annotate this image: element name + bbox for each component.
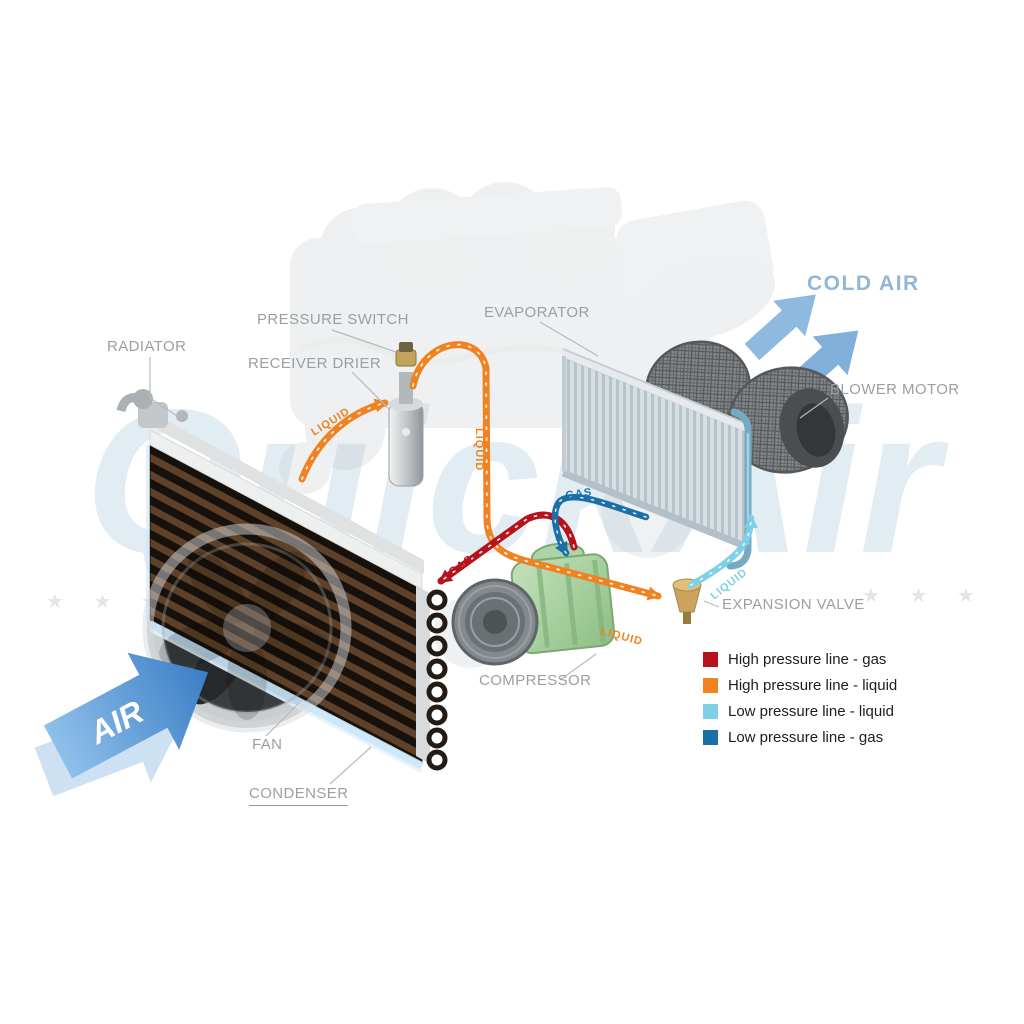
- swatch-icon: [703, 730, 718, 745]
- air-arrow: AIR: [34, 652, 209, 797]
- engine-silhouette: [279, 182, 775, 668]
- legend-label-hp-liquid: High pressure line - liquid: [728, 677, 898, 694]
- pipe-label-gas-low: GAS: [565, 486, 593, 502]
- legend-swatch-lp-gas: [703, 730, 718, 745]
- legend-item-lp-gas: Low pressure line - gas: [703, 729, 897, 746]
- swatch-icon: [703, 678, 718, 693]
- legend-item-hp-liquid: High pressure line - liquid: [703, 677, 897, 694]
- legend-swatch-hp-liquid: [703, 678, 718, 693]
- legend-swatch-hp-gas: [703, 652, 718, 667]
- pipe-label-liquid-2: LIQUID: [473, 428, 485, 471]
- legend-label-lp-gas: Low pressure line - gas: [728, 729, 884, 746]
- fan-overlay: [142, 523, 352, 733]
- pressure-switch-part: [395, 342, 417, 367]
- watermark-stars-right: ★ ★ ★: [862, 585, 987, 607]
- label-condenser: CONDENSER: [249, 785, 349, 806]
- swatch-icon: [703, 704, 718, 719]
- refrigerant-lines: [298, 341, 758, 601]
- watermark-stars-left: ★ ★ ★: [46, 591, 171, 613]
- legend-swatch-lp-liquid: [703, 704, 718, 719]
- compressor-part: [451, 542, 616, 666]
- label-receiver-drier: RECEIVER DRIER: [248, 355, 382, 372]
- evaporator-part: [561, 348, 752, 570]
- line-lp-liquid-valve-to-evaporator: [687, 514, 758, 589]
- legend-item-lp-liquid: Low pressure line - liquid: [703, 703, 897, 720]
- leader-lines: [149, 321, 829, 785]
- legend-label-hp-gas: High pressure line - gas: [728, 651, 887, 668]
- line-hp-liquid-condenser-to-drier: [298, 398, 389, 483]
- label-cold-air: COLD AIR: [807, 272, 920, 295]
- legend: High pressure line - gas High pressure l…: [703, 651, 897, 746]
- legend-item-hp-gas: High pressure line - gas: [703, 651, 897, 668]
- expansion-valve-part: [672, 578, 702, 624]
- label-fan: FAN: [252, 736, 283, 753]
- receiver-drier-part: [388, 342, 424, 487]
- label-pressure-switch: PRESSURE SWITCH: [257, 311, 409, 328]
- line-hp-liquid-drier-to-valve: [409, 341, 662, 601]
- label-blower-motor: BLOWER MOTOR: [830, 381, 960, 398]
- label-compressor: COMPRESSOR: [479, 672, 592, 689]
- radiator-part: [116, 389, 424, 574]
- legend-label-lp-liquid: Low pressure line - liquid: [728, 703, 894, 720]
- label-radiator: RADIATOR: [107, 338, 187, 355]
- swatch-icon: [703, 652, 718, 667]
- condenser-part: [146, 429, 448, 774]
- label-evaporator: EVAPORATOR: [484, 304, 590, 321]
- label-expansion-valve: EXPANSION VALVE: [722, 596, 865, 613]
